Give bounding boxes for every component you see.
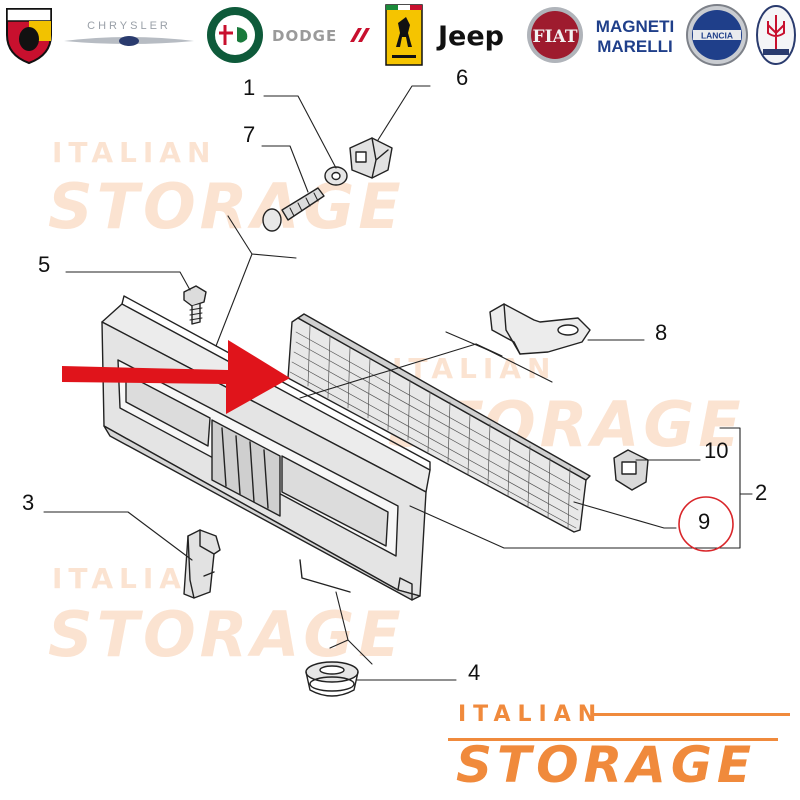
lancia-logo-icon: LANCIA (684, 4, 750, 66)
callout-6: 6 (456, 65, 469, 90)
jeep-logo-icon: Jeep (428, 4, 514, 66)
dodge-logo-icon: DODGE (270, 4, 374, 66)
fiat-logo-icon: FIAT (524, 4, 586, 66)
clip-nut (349, 137, 393, 179)
chrysler-logo-text: CHRYSLER (87, 20, 171, 32)
mesh-pattern (289, 325, 581, 529)
logo-italian-text: ITALIAN (458, 702, 604, 727)
callout-8: 8 (655, 320, 668, 345)
jeep-logo-text: Jeep (436, 21, 504, 52)
watermark-storage-bottom: STORAGE (48, 598, 405, 671)
ferrari-logo-icon (384, 4, 424, 66)
callout-1: 1 (243, 75, 256, 100)
screw (183, 285, 207, 325)
logo-storage-text: STORAGE (456, 736, 757, 794)
italian-storage-logo: ITALIAN STORAGE (446, 696, 796, 798)
small-clip (613, 449, 649, 491)
lancia-logo-text: LANCIA (701, 31, 733, 41)
highlight-circle (678, 496, 734, 552)
mounting-bracket (489, 303, 591, 355)
leader-lines (43, 85, 753, 681)
logo-rule-top (594, 713, 790, 716)
callout-2: 2 (755, 480, 768, 505)
callout-4: 4 (468, 660, 481, 685)
alfa-romeo-logo-icon (204, 4, 266, 66)
callout-9: 9 (698, 509, 711, 534)
grille-mesh-insert (287, 313, 591, 533)
abarth-logo-icon (2, 4, 56, 66)
magneti-logo-text: MAGNETI (596, 17, 674, 36)
fiat-logo-text: FIAT (533, 27, 578, 47)
logo-rule-middle (448, 738, 778, 741)
dodge-logo-text: DODGE (272, 27, 337, 45)
watermark-italian-top: ITALIAN (52, 136, 217, 169)
callout-5: 5 (38, 252, 51, 277)
side-clip (183, 529, 221, 599)
marelli-logo-text: MARELLI (597, 37, 673, 56)
brand-logo-bar: CHRYSLER DODGE (0, 0, 800, 72)
magneti-marelli-logo-icon: MAGNETI MARELLI (588, 4, 682, 66)
callout-7: 7 (243, 122, 256, 147)
callout-3: 3 (22, 490, 35, 515)
rubber-grommet (305, 661, 359, 697)
chrysler-logo-icon: CHRYSLER (62, 4, 196, 66)
callout-10: 10 (704, 438, 729, 463)
grille-frame (101, 295, 431, 601)
bolt (262, 187, 325, 232)
maserati-logo-icon (754, 4, 798, 66)
pointer-arrow (62, 340, 290, 414)
